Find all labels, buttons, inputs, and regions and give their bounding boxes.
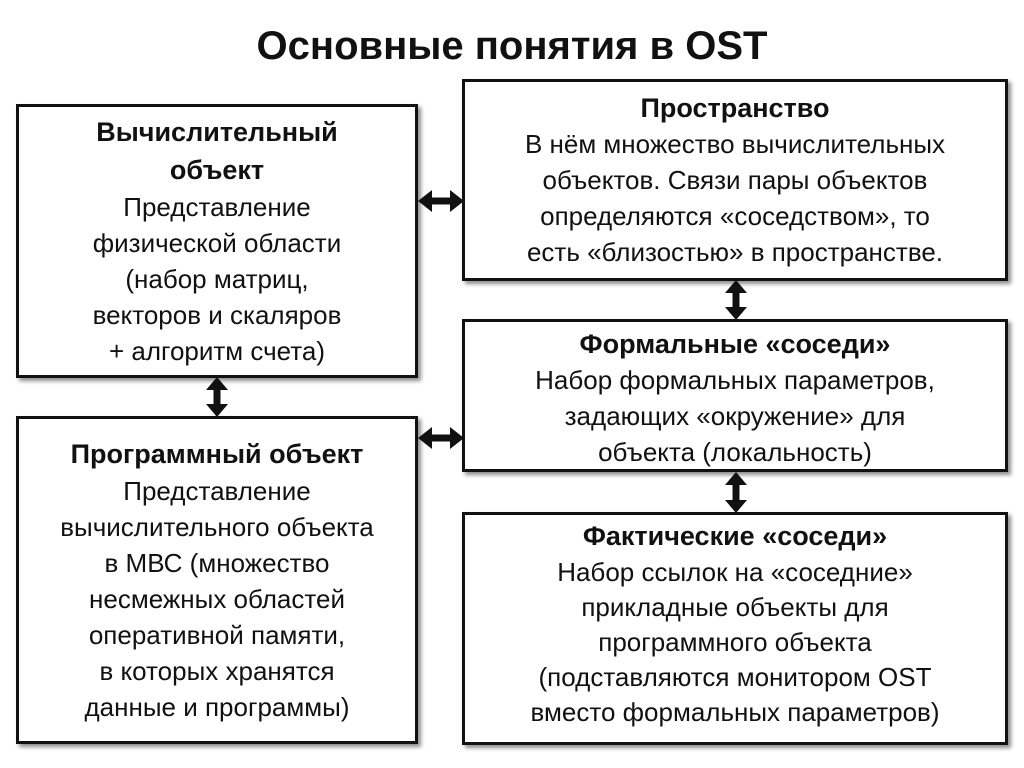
formal-neighbors-heading: Формальные «соседи» xyxy=(579,329,891,359)
actual-neighbors-text: Набор ссылок на «соседние» прикладные об… xyxy=(530,557,940,727)
computational-object-heading: Вычислительный объект xyxy=(96,117,338,185)
actual-neighbors-heading: Фактические «соседи» xyxy=(582,521,888,551)
formal-neighbors-text: Набор формальных параметров, задающих «о… xyxy=(535,365,935,467)
program-object-text: Представление вычислительного объекта в … xyxy=(60,476,374,722)
space-heading: Пространство xyxy=(640,93,830,123)
double-arrow-space-formal xyxy=(725,280,747,320)
actual-neighbors-box: Фактические «соседи» Набор ссылок на «со… xyxy=(462,512,1008,745)
double-arrow-formal-actual xyxy=(725,472,747,513)
space-box: Пространство В нём множество вычислитель… xyxy=(462,79,1008,281)
double-arrow-comp-space xyxy=(418,190,464,212)
program-object-box: Программный объект Представление вычисли… xyxy=(16,416,418,744)
page-title: Основные понятия в OST xyxy=(256,24,768,68)
formal-neighbors-box: Формальные «соседи» Набор формальных пар… xyxy=(462,319,1008,472)
double-arrow-comp-prog xyxy=(206,377,228,417)
space-text: В нём множество вычислительных объектов.… xyxy=(524,129,946,267)
computational-object-text: Представление физической области (набор … xyxy=(92,192,342,366)
program-object-heading: Программный объект xyxy=(70,439,364,469)
computational-object-box: Вычислительный объект Представление физи… xyxy=(16,104,418,378)
double-arrow-prog-formal xyxy=(418,427,464,449)
